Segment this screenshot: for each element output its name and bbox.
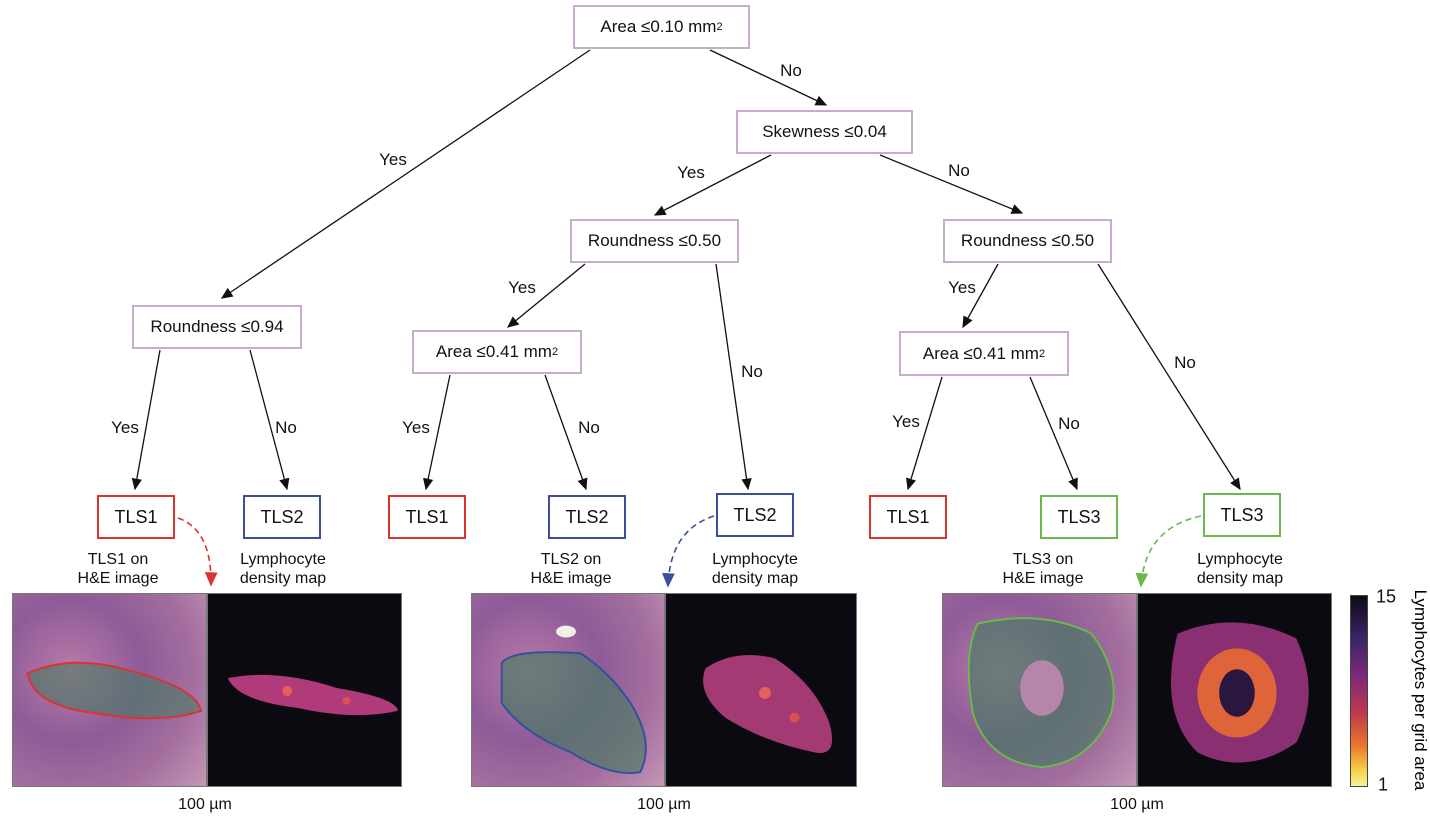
edge-label: No (948, 161, 970, 180)
caption-line: TLS2 on (540, 551, 602, 568)
dashed-arrow-tls3 (1135, 515, 1202, 588)
dashed-arrow-tls2 (662, 515, 715, 588)
caption-density-left: Lymphocyte density map (240, 550, 326, 588)
scale-bar-label: 100 µm (637, 796, 691, 813)
edge-label: Yes (379, 150, 407, 169)
edge-label: Yes (948, 278, 976, 297)
leaf-tls2: TLS2 (716, 493, 794, 537)
caption-line: H&E image (1002, 570, 1084, 587)
density-map-tls3 (1137, 593, 1332, 787)
edge (906, 376, 943, 491)
node-roundness-right: Roundness ≤0.50 (943, 219, 1112, 263)
node-text: Roundness ≤0.50 (587, 231, 722, 250)
edge (506, 263, 586, 328)
caption-line: H&E image (77, 570, 159, 587)
edge (249, 349, 290, 491)
node-skewness: Skewness ≤0.04 (736, 110, 913, 154)
leaf-tls2: TLS2 (548, 495, 626, 539)
leaf-tls3: TLS3 (1203, 493, 1281, 537)
node-text: Roundness ≤0.50 (960, 231, 1095, 250)
density-map-tls1 (207, 593, 402, 787)
node-text: Skewness ≤0.04 (762, 122, 887, 141)
superscript: 2 (716, 21, 723, 33)
edge-label: Yes (677, 163, 705, 182)
leaf-tls2: TLS2 (243, 495, 321, 539)
colorbar-min-label: 1 (1377, 774, 1389, 795)
superscript: 2 (1038, 347, 1046, 360)
caption-tls2-he: TLS2 on H&E image (531, 550, 612, 588)
edge-label: Yes (508, 278, 536, 297)
caption-line: density map (1196, 570, 1284, 587)
density-map-tls2 (665, 593, 857, 787)
edge (423, 374, 451, 491)
edge (131, 349, 161, 491)
edge (220, 49, 591, 299)
leaf-tls1: TLS1 (388, 495, 466, 539)
leaf-tls3: TLS3 (1040, 495, 1118, 539)
caption-line: Lymphocyte (240, 551, 326, 568)
node-roundness-left: Roundness ≤0.94 (132, 305, 302, 349)
edge (879, 154, 1024, 214)
node-text: Area ≤0.10 mm (600, 17, 717, 36)
caption-line: Lymphocyte (1197, 551, 1283, 568)
caption-tls1-he: TLS1 on H&E image (78, 550, 159, 588)
edge (1097, 263, 1241, 491)
node-text: Area ≤0.41 mm (435, 342, 552, 361)
dashed-arrow-tls1 (177, 517, 218, 587)
caption-density-mid: Lymphocyte density map (712, 550, 798, 588)
caption-line: Lymphocyte (712, 551, 798, 568)
superscript: 2 (551, 346, 559, 358)
caption-line: H&E image (530, 570, 612, 587)
he-image-tls3 (942, 593, 1137, 787)
colorbar-axis-label: Lymphocytes per grid area (1411, 589, 1430, 791)
edge (653, 154, 772, 216)
edge-label: No (578, 418, 600, 437)
edge-label: No (1058, 414, 1080, 433)
caption-line: density map (711, 570, 799, 587)
edge-label: No (1174, 353, 1196, 372)
node-roundness-mid: Roundness ≤0.50 (570, 219, 739, 263)
edge (544, 374, 588, 491)
caption-line: TLS1 on (87, 551, 149, 568)
colorbar-max-label: 15 (1375, 586, 1397, 607)
edge (1029, 376, 1078, 491)
node-text: Area ≤0.41 mm (922, 343, 1039, 363)
scale-bar-label: 100 µm (1110, 796, 1164, 813)
leaf-tls1: TLS1 (97, 495, 175, 539)
caption-tls3-he: TLS3 on H&E image (1003, 550, 1084, 588)
colorbar (1350, 595, 1368, 787)
edge-label: No (275, 418, 297, 437)
edge-label: Yes (402, 418, 430, 437)
edge-label: No (741, 362, 763, 381)
scale-bar-label: 100 µm (178, 796, 232, 813)
edge (715, 263, 752, 491)
he-image-tls1 (12, 593, 207, 787)
caption-line: density map (239, 570, 327, 587)
edge-label: No (780, 61, 802, 80)
edge (709, 49, 828, 106)
leaf-tls1: TLS1 (869, 495, 947, 539)
node-text: Roundness ≤0.94 (150, 317, 284, 336)
caption-line: TLS3 on (1012, 551, 1074, 568)
caption-density-right: Lymphocyte density map (1197, 550, 1283, 588)
he-image-tls2 (471, 593, 665, 787)
edge (962, 263, 999, 329)
edge-label: Yes (892, 412, 920, 431)
edge-label: Yes (111, 418, 139, 437)
